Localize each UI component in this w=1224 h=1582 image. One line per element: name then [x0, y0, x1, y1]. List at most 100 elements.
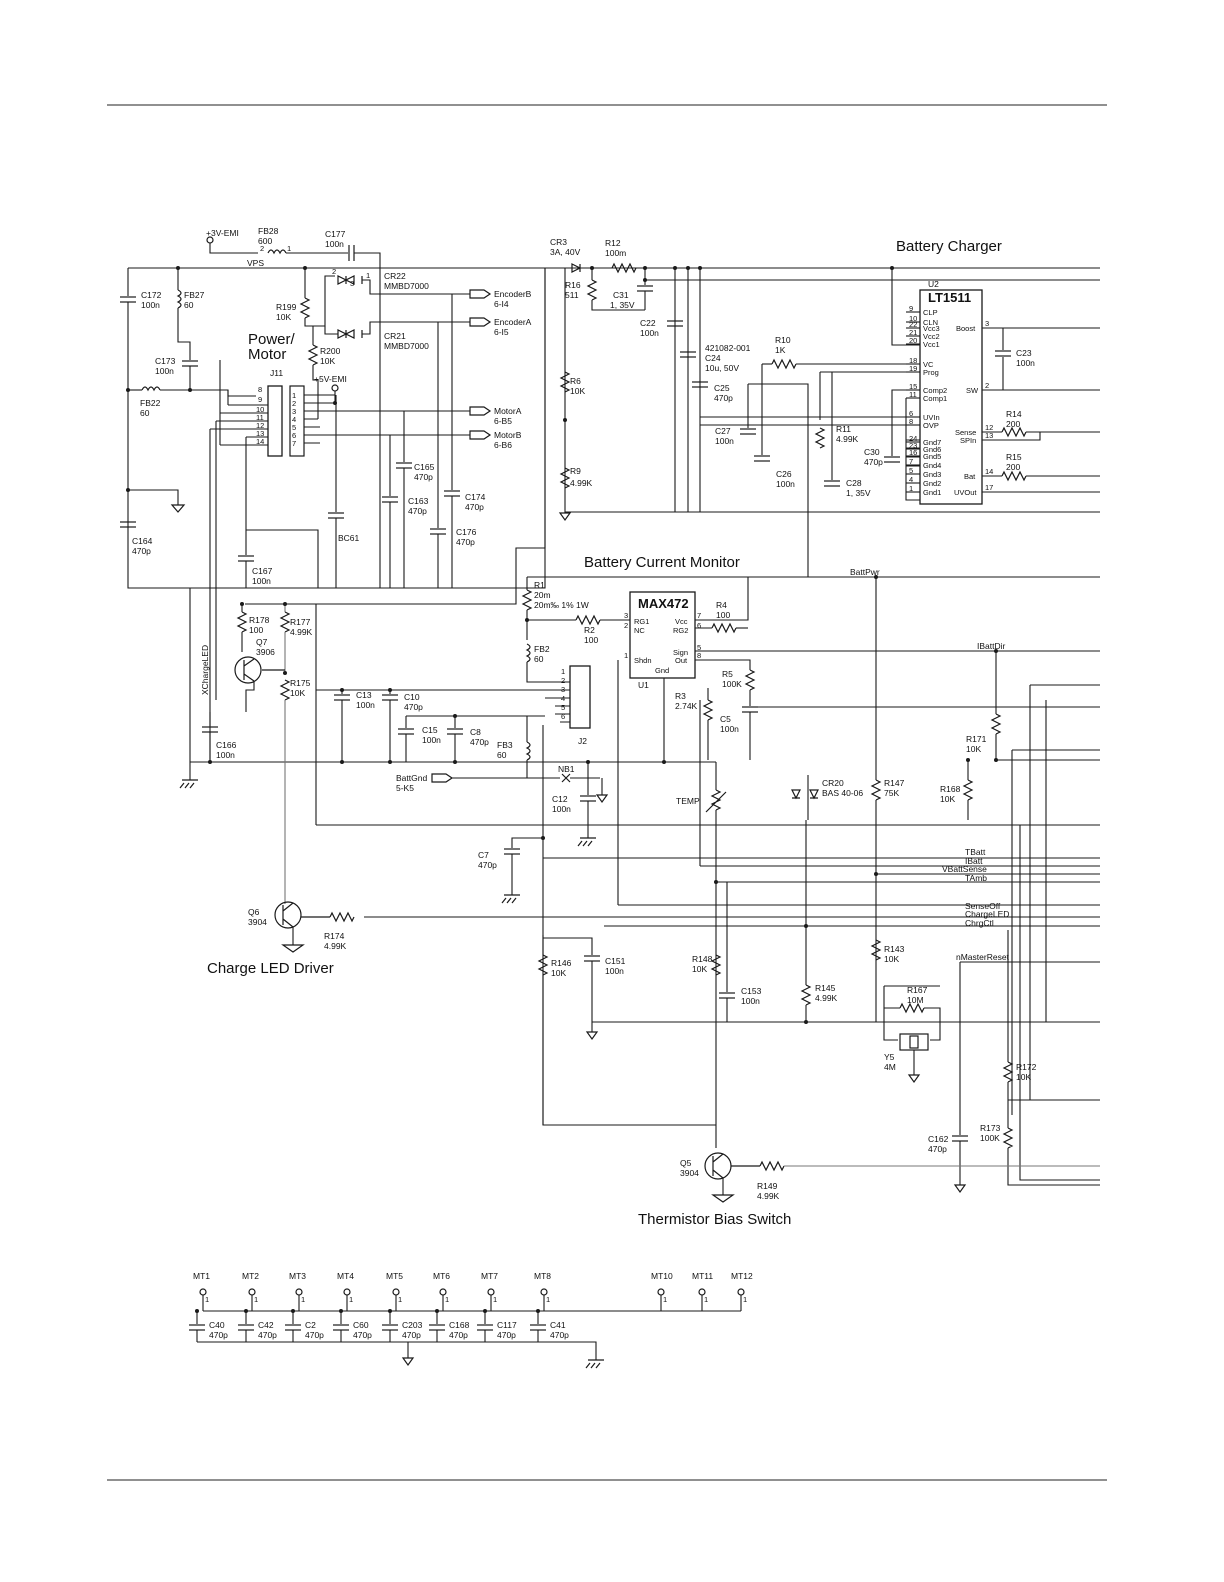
svg-text:1: 1	[205, 1295, 209, 1304]
lt1511-pin-name: Gnd4	[923, 461, 941, 470]
lt1511-name: LT1511	[928, 290, 971, 305]
r146-ref: R146	[551, 958, 572, 968]
cr21-ref: CR21	[384, 331, 406, 341]
max472-ref: U1	[638, 680, 649, 690]
mounting-cap-ref: C203	[402, 1320, 423, 1330]
cr20-val: BAS 40-06	[822, 788, 863, 798]
svg-text:6: 6	[561, 712, 565, 721]
c23-val: 100n	[1016, 358, 1035, 368]
r5-val: 100K	[722, 679, 742, 689]
mounting-section: MT11MT21MT31MT41MT51MT61MT71MT81MT101MT1…	[189, 1271, 753, 1369]
svg-text:1: 1	[493, 1295, 497, 1304]
q7-ref: Q7	[256, 637, 268, 647]
svg-text:7: 7	[292, 439, 296, 448]
r199-ref: R199	[276, 302, 297, 312]
fb28-val: 600	[258, 236, 272, 246]
net-tamb: TAmb	[965, 873, 987, 883]
net-motor-b-ref: 6-B6	[494, 440, 512, 450]
net-batt-pwr: BattPwr	[850, 567, 880, 577]
nb1-ref: NB1	[558, 764, 575, 774]
c151-val: 100n	[605, 966, 624, 976]
mounting-cap-val: 470p	[402, 1330, 421, 1340]
r16-val: 511	[565, 290, 579, 300]
c173-val: 100n	[155, 366, 174, 376]
r175-ref: R175	[290, 678, 311, 688]
svg-text:1: 1	[445, 1295, 449, 1304]
net-nmaster-reset: nMasterReset	[956, 952, 1010, 962]
title-battery-charger: Battery Charger	[896, 238, 1002, 255]
r11-ref: R11	[836, 424, 851, 434]
mounting-cap-val: 470p	[305, 1330, 324, 1340]
lt1511-pin-name: Boost	[956, 324, 976, 333]
q7-val: 3906	[256, 647, 275, 657]
cr3-ref: CR3	[550, 237, 567, 247]
svg-text:1: 1	[624, 651, 628, 660]
lt1511-pin-name: Gnd6	[923, 445, 941, 454]
max472-rg1: RG1	[634, 617, 649, 626]
lt1511-pin-num: 14	[985, 467, 993, 476]
svg-text:1: 1	[366, 271, 370, 280]
r149-val: 4.99K	[757, 1191, 780, 1201]
c15-ref: C15	[422, 725, 438, 735]
c173-ref: C173	[155, 356, 176, 366]
svg-text:10: 10	[256, 405, 264, 414]
c162-ref: C162	[928, 1134, 949, 1144]
mounting-point-label: MT2	[242, 1271, 259, 1281]
r12-val: 100m	[605, 248, 626, 258]
y5-val: 4M	[884, 1062, 896, 1072]
c8-val: 470p	[470, 737, 489, 747]
c23-ref: C23	[1016, 348, 1032, 358]
lt1511-pin-num: 24	[909, 434, 917, 443]
c177-ref: C177	[325, 229, 346, 239]
mounting-cap-ref: C60	[353, 1320, 369, 1330]
mounting-cap-ref: C40	[209, 1320, 225, 1330]
net-motor-a-ref: 6-B5	[494, 416, 512, 426]
connector-j2	[569, 665, 591, 729]
net-ibatt: IBatt	[965, 856, 983, 866]
lt1511-pin-name: SW	[966, 386, 979, 395]
title-power-motor-2: Motor	[248, 346, 286, 363]
net-ibatt-dir: IBattDir	[977, 641, 1006, 651]
r147-val: 75K	[884, 788, 899, 798]
r168-ref: R168	[940, 784, 961, 794]
lt1511-pin-name: CLP	[923, 308, 938, 317]
ic-max472	[629, 591, 696, 679]
lt1511-pin-name: OVP	[923, 421, 939, 430]
c31-val: 1, 35V	[610, 300, 635, 310]
svg-text:5: 5	[292, 423, 296, 432]
r15-val: 200	[1006, 462, 1020, 472]
lt1511-pin-name: Gnd3	[923, 470, 941, 479]
r173-ref: R173	[980, 1123, 1001, 1133]
max472-out: Out	[675, 656, 688, 665]
r174-val: 4.99K	[324, 941, 347, 951]
lt1511-pin-name: VC	[923, 360, 934, 369]
mounting-cap-val: 470p	[497, 1330, 516, 1340]
r16-ref: R16	[565, 280, 581, 290]
j2-label: J2	[578, 736, 587, 746]
lt1511-pin-num: 18	[909, 356, 917, 365]
mounting-point-label: MT10	[651, 1271, 673, 1281]
r178-val: 100	[249, 625, 263, 635]
c167-val: 100n	[252, 576, 271, 586]
c172-ref: C172	[141, 290, 162, 300]
max472-shdn: Shdn	[634, 656, 652, 665]
c172-val: 100n	[141, 300, 160, 310]
c153-val: 100n	[741, 996, 760, 1006]
cr21-val: MMBD7000	[384, 341, 429, 351]
c151-ref: C151	[605, 956, 626, 966]
mounting-cap-val: 470p	[449, 1330, 468, 1340]
svg-text:1: 1	[301, 1295, 305, 1304]
svg-text:1: 1	[292, 391, 296, 400]
svg-text:3: 3	[292, 407, 296, 416]
svg-text:6: 6	[697, 621, 701, 630]
net-vps: VPS	[247, 258, 264, 268]
svg-text:1: 1	[663, 1295, 667, 1304]
c15-val: 100n	[422, 735, 441, 745]
net-motor-b: MotorB	[494, 430, 522, 440]
c25-val: 470p	[714, 393, 733, 403]
c26-ref: C26	[776, 469, 792, 479]
lt1511-pin-name: UVOut	[954, 488, 977, 497]
r5-ref: R5	[722, 669, 733, 679]
r1-val: 20m	[534, 590, 551, 600]
lt1511-pin-num: 7	[909, 457, 913, 466]
